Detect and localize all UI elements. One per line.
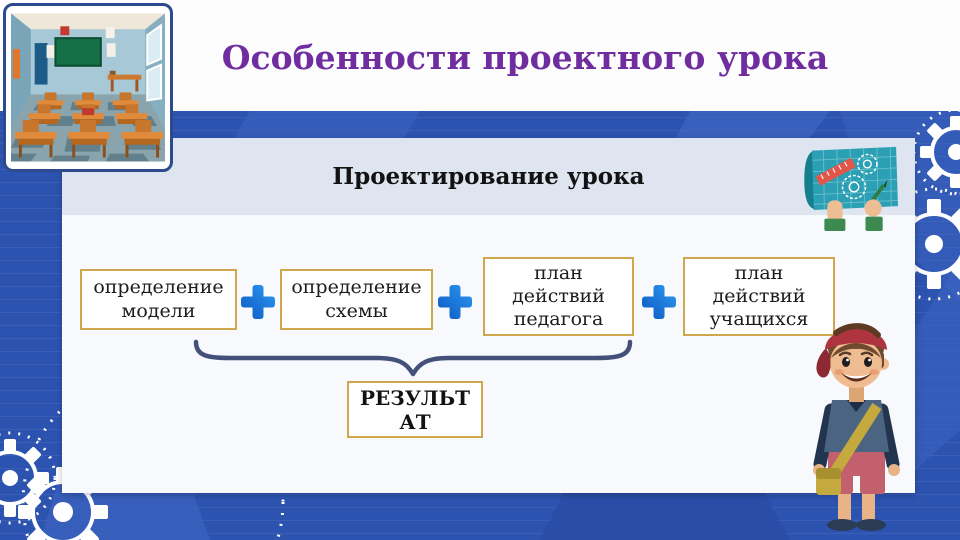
page-title: Особенности проектного урока bbox=[221, 38, 829, 77]
flow-box-label: определение модели bbox=[93, 276, 224, 322]
diagonal-shape bbox=[915, 260, 960, 470]
flow-box-label: план действий педагога bbox=[512, 261, 605, 331]
flow-box-schema: определение схемы bbox=[280, 269, 433, 330]
classroom-image-frame bbox=[3, 3, 173, 172]
result-label: РЕЗУЛЬТАТ bbox=[359, 385, 470, 434]
plus-icon bbox=[438, 285, 472, 319]
flow-box-teacher-plan: план действий педагога bbox=[483, 257, 634, 336]
flow-box-label: план действий учащихся bbox=[709, 261, 809, 331]
flow-box-model: определение модели bbox=[80, 269, 237, 330]
panel-header-title: Проектирование урока bbox=[332, 163, 645, 190]
plus-icon bbox=[241, 285, 275, 319]
blueprint-drawing-icon bbox=[804, 146, 899, 231]
flow-box-student-plan: план действий учащихся bbox=[683, 257, 835, 336]
panel-header: Проектирование урока bbox=[62, 138, 915, 231]
student-boy-icon bbox=[813, 323, 900, 531]
result-box: РЕЗУЛЬТАТ bbox=[347, 381, 483, 438]
diagonal-shape bbox=[230, 111, 420, 145]
curly-brace-icon bbox=[193, 339, 633, 377]
flow-box-label: определение схемы bbox=[291, 276, 422, 322]
classroom-icon bbox=[11, 13, 165, 162]
plus-icon bbox=[642, 285, 676, 319]
